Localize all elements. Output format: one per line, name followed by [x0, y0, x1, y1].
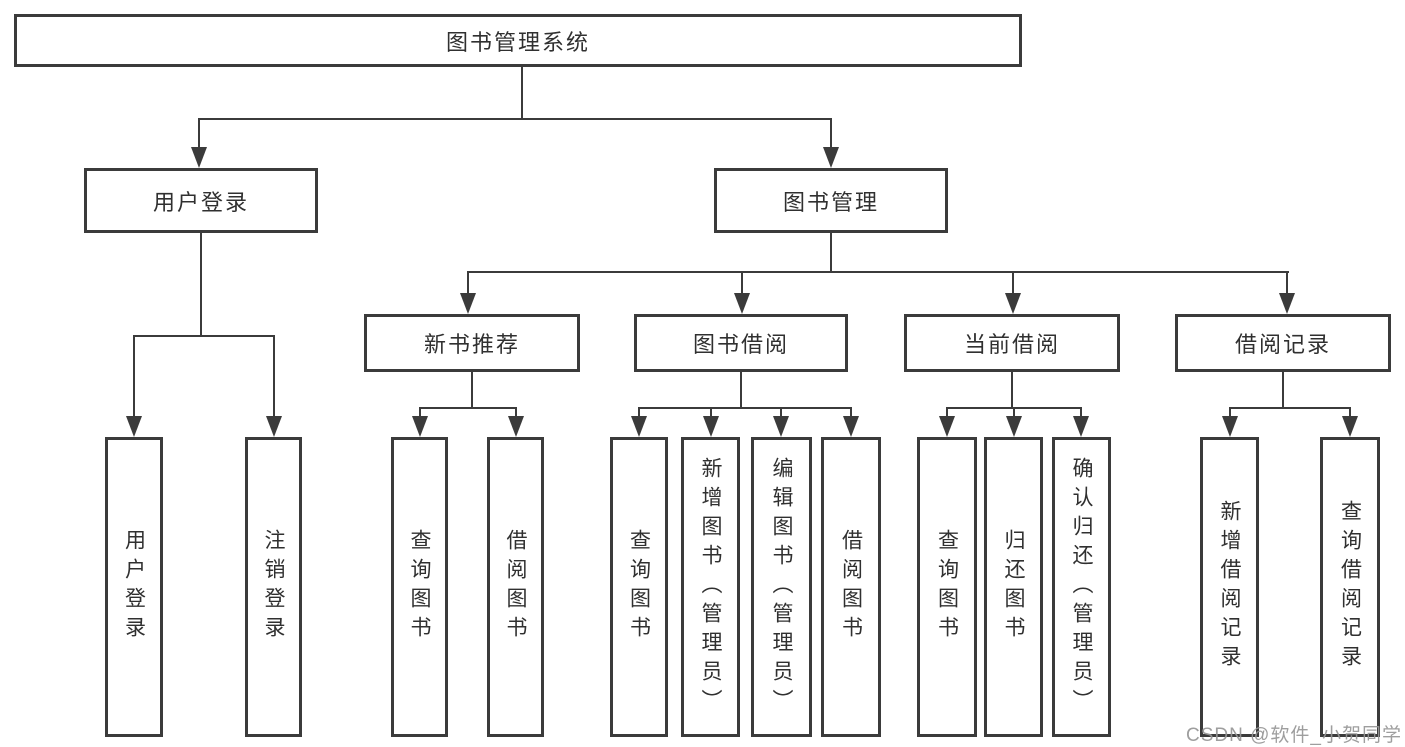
arrowhead-down-icon [412, 416, 428, 437]
node-book-management: 图书管理 [714, 168, 948, 233]
connector-vline [1286, 271, 1288, 297]
connector-vline [515, 407, 517, 421]
connector-vline [133, 335, 135, 419]
connector-vline [1349, 407, 1351, 421]
node-new-book-recommend: 新书推荐 [364, 314, 580, 372]
watermark: CSDN @软件_小贺同学 [1186, 725, 1402, 746]
connector-hline [198, 118, 832, 120]
connector-vline [850, 407, 852, 421]
leaf-add-borrow-record: 新增借阅记录 [1200, 437, 1259, 737]
connector-vline [198, 118, 200, 150]
arrowhead-down-icon [631, 416, 647, 437]
connector-vline [946, 407, 948, 421]
arrowhead-down-icon [703, 416, 719, 437]
leaf-confirm-return-admin: 确认归还（管理员） [1052, 437, 1111, 737]
leaf-logout: 注销登录 [245, 437, 302, 737]
leaf-user-login: 用户登录 [105, 437, 163, 737]
leaf-query-books-borrowing: 查询图书 [610, 437, 668, 737]
connector-vline [521, 67, 523, 120]
leaf-query-books-recommend: 查询图书 [391, 437, 448, 737]
connector-vline [638, 407, 640, 421]
arrowhead-down-icon [460, 293, 476, 314]
connector-vline [200, 233, 202, 337]
connector-vline [1229, 407, 1231, 421]
arrowhead-down-icon [266, 416, 282, 437]
leaf-borrow-books-recommend: 借阅图书 [487, 437, 544, 737]
leaf-query-books-current: 查询图书 [917, 437, 977, 737]
connector-vline [1012, 271, 1014, 297]
arrowhead-down-icon [734, 293, 750, 314]
leaf-add-book-admin: 新增图书（管理员） [681, 437, 740, 737]
arrowhead-down-icon [1279, 293, 1295, 314]
connector-vline [1011, 372, 1013, 409]
connector-vline [467, 271, 469, 297]
connector-vline [273, 335, 275, 419]
arrowhead-down-icon [126, 416, 142, 437]
connector-vline [830, 118, 832, 150]
connector-hline [133, 335, 275, 337]
node-borrowing-records: 借阅记录 [1175, 314, 1391, 372]
arrowhead-down-icon [1005, 293, 1021, 314]
node-library-system: 图书管理系统 [14, 14, 1022, 67]
leaf-query-borrow-record: 查询借阅记录 [1320, 437, 1380, 737]
leaf-borrow-books-borrowing: 借阅图书 [821, 437, 881, 737]
connector-vline [740, 372, 742, 409]
node-current-borrowing: 当前借阅 [904, 314, 1120, 372]
connector-vline [1080, 407, 1082, 421]
arrowhead-down-icon [1342, 416, 1358, 437]
connector-vline [741, 271, 743, 297]
leaf-return-books: 归还图书 [984, 437, 1043, 737]
connector-vline [1282, 372, 1284, 409]
connector-hline [419, 407, 517, 409]
connector-vline [471, 372, 473, 409]
arrowhead-down-icon [1006, 416, 1022, 437]
node-book-borrowing: 图书借阅 [634, 314, 848, 372]
connector-vline [830, 233, 832, 273]
connector-hline [638, 407, 852, 409]
arrowhead-down-icon [773, 416, 789, 437]
arrowhead-down-icon [1222, 416, 1238, 437]
connector-vline [419, 407, 421, 421]
arrowhead-down-icon [508, 416, 524, 437]
arrowhead-down-icon [191, 147, 207, 168]
connector-hline [1229, 407, 1351, 409]
node-user-login: 用户登录 [84, 168, 318, 233]
leaf-edit-book-admin: 编辑图书（管理员） [751, 437, 812, 737]
connector-hline [467, 271, 1289, 273]
connector-vline [710, 407, 712, 421]
arrowhead-down-icon [823, 147, 839, 168]
arrowhead-down-icon [843, 416, 859, 437]
connector-vline [1013, 407, 1015, 421]
arrowhead-down-icon [939, 416, 955, 437]
connector-vline [780, 407, 782, 421]
arrowhead-down-icon [1073, 416, 1089, 437]
